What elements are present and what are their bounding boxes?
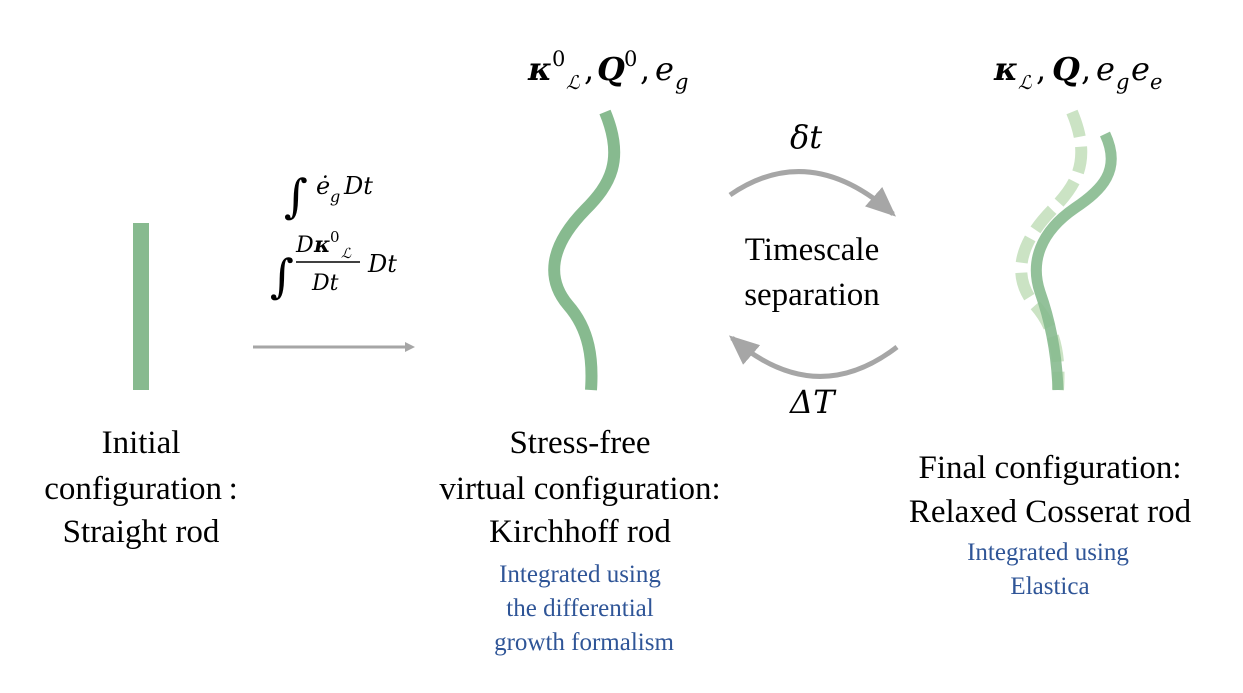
virtual-note-line-3: growth formalism (494, 629, 674, 656)
final-label: Final configuration: Relaxed Cosserat ro… (909, 450, 1192, 530)
final-kappa-sub: ℒ (1018, 72, 1033, 94)
cosserat-rod (1030, 131, 1117, 391)
bottom-cycle-arrow (728, 335, 899, 379)
virtual-note-line-2: the differential (506, 595, 653, 622)
virtual-comma-1: , (584, 50, 594, 88)
virtual-label: Stress-free virtual configuration: Kirch… (439, 425, 720, 550)
final-label-line-1: Final configuration: (918, 450, 1181, 486)
final-note-line-1: Integrated using (967, 539, 1129, 566)
timescale-line-1: Timescale (745, 232, 879, 268)
virtual-e: e (655, 50, 674, 88)
virtual-math-label: κ 0 ℒ , Q 0 , e g (527, 47, 688, 94)
frac-num-sub: ℒ (341, 246, 352, 262)
final-e2-sub: e (1150, 70, 1162, 94)
frac-den: Dt (311, 271, 339, 296)
growth-rate-sub: g (330, 187, 340, 206)
final-label-line-2: Relaxed Cosserat rod (909, 494, 1192, 530)
virtual-kappa: κ (527, 50, 552, 88)
virtual-kappa-sub: ℒ (566, 72, 581, 94)
straight-rod (133, 223, 149, 390)
final-comma-2: , (1081, 50, 1091, 88)
final-Q: Q (1052, 50, 1080, 88)
virtual-kappa-sup: 0 (552, 47, 565, 71)
integral-2-dt: Dt (367, 250, 397, 278)
virtual-Q: Q (597, 50, 625, 88)
integral-sign-1: ∫ (284, 169, 308, 223)
initial-label-line-2: configuration : (44, 471, 238, 507)
virtual-label-line-3: Kirchhoff rod (489, 514, 671, 550)
initial-label-line-1: Initial (102, 425, 181, 461)
final-note-line-2: Elastica (1010, 573, 1089, 600)
kirchhoff-rod (548, 109, 621, 391)
frac-num-kappa: κ (313, 232, 331, 258)
final-e1-sub: g (1116, 70, 1129, 94)
virtual-Q-sup: 0 (624, 47, 637, 71)
growth-integrals: ∫ ė g Dt ∫ D κ 0 ℒ Dt Dt (270, 169, 397, 303)
top-cycle-arrow (728, 169, 896, 217)
virtual-comma-2: , (640, 50, 650, 88)
final-e1: e (1096, 50, 1115, 88)
final-e2: e (1131, 50, 1150, 88)
final-note: Integrated using Elastica (967, 539, 1129, 600)
frac-num-d: D (295, 233, 314, 258)
virtual-note-line-1: Integrated using (499, 561, 661, 588)
final-kappa: κ (993, 50, 1018, 88)
large-timestep-label: ΔT (788, 383, 837, 421)
timescale-line-2: separation (744, 277, 880, 313)
timescale-label: Timescale separation (744, 232, 880, 313)
virtual-label-line-2: virtual configuration: (439, 471, 720, 507)
virtual-e-sub: g (675, 70, 688, 94)
initial-label: Initial configuration : Straight rod (44, 425, 238, 550)
small-timestep-label: δt (790, 118, 822, 156)
frac-num-sup: 0 (330, 228, 340, 246)
final-math-label: κ ℒ , Q , e g e e (993, 50, 1162, 94)
integral-sign-2: ∫ (270, 249, 294, 303)
virtual-note: Integrated using the differential growth… (494, 561, 674, 656)
initial-label-line-3: Straight rod (63, 514, 220, 550)
final-comma-1: , (1036, 50, 1046, 88)
integral-1-dt: Dt (343, 172, 373, 200)
growth-rate-term: ė (316, 172, 330, 200)
virtual-label-line-1: Stress-free (509, 425, 650, 461)
